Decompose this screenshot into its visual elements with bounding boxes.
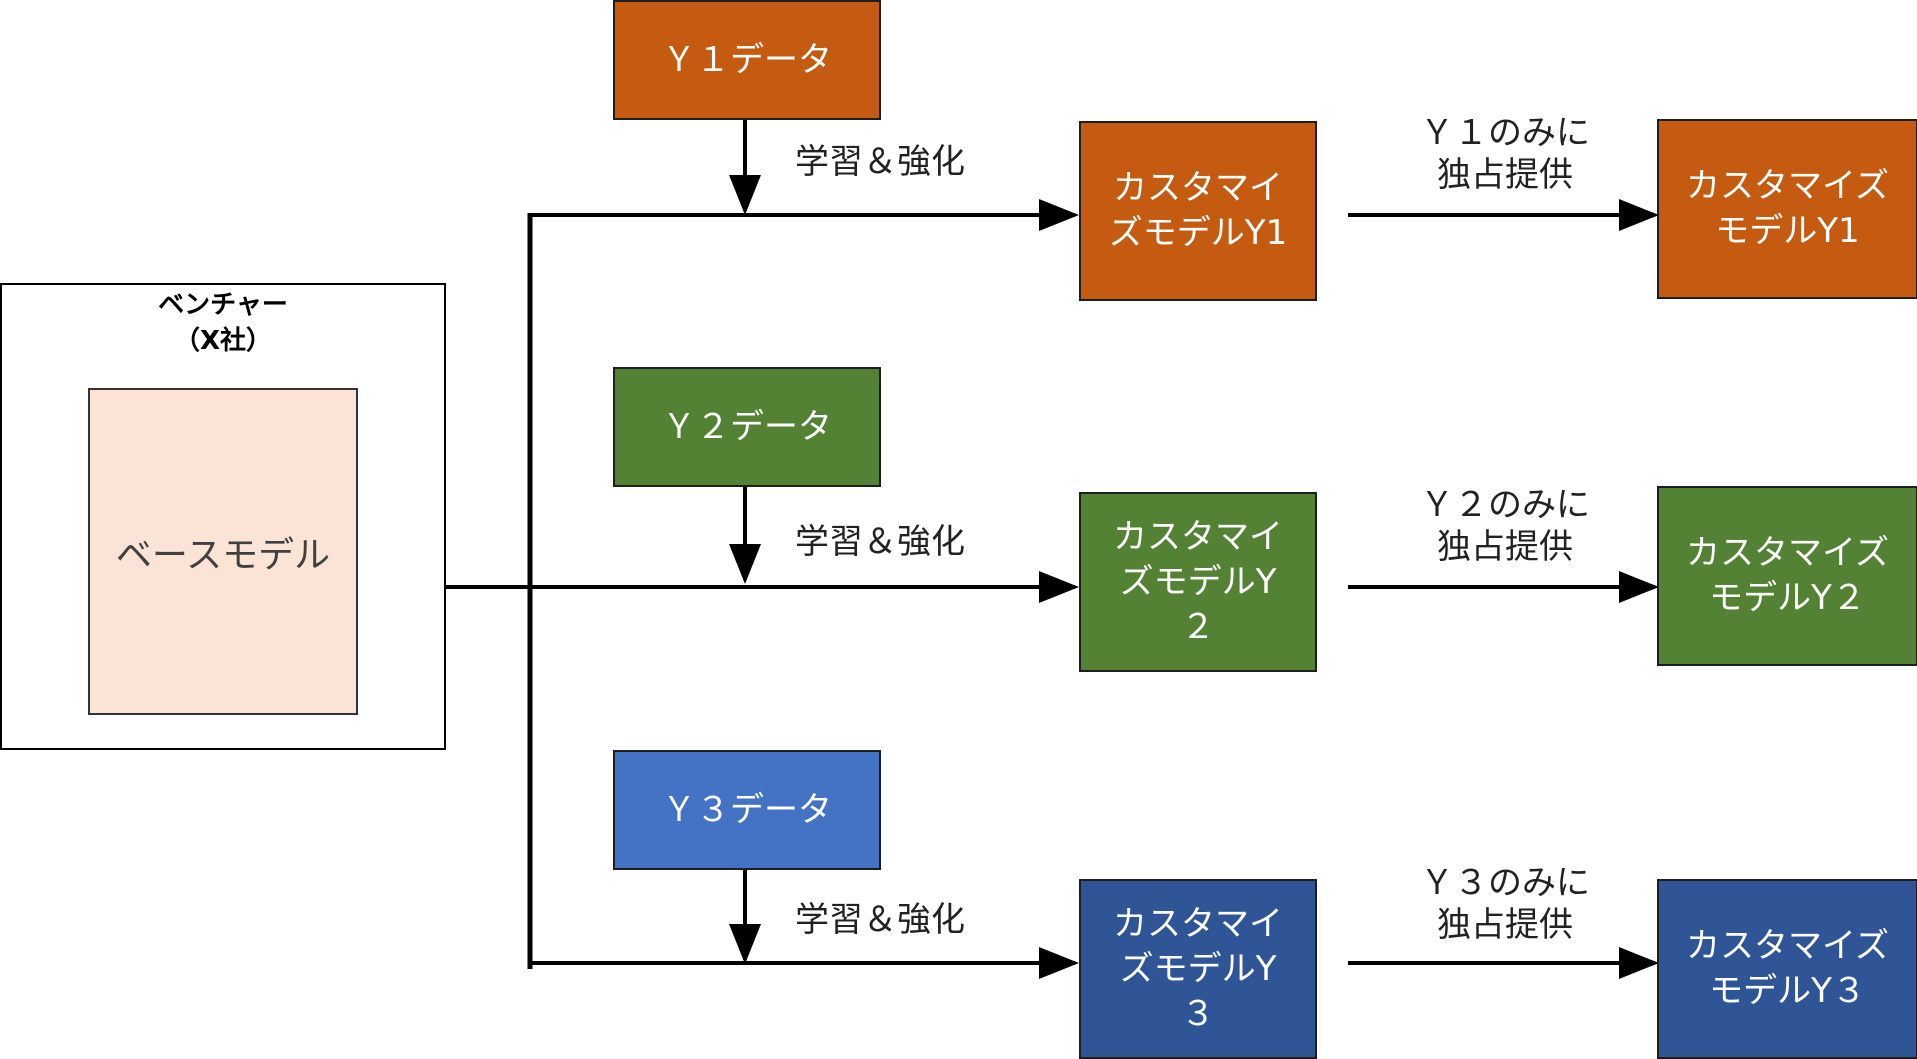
y2-learn-label: 学習＆強化 bbox=[795, 522, 965, 562]
y2-provide-label: Ｙ２のみに 独占提供 bbox=[1420, 485, 1590, 567]
y3-data-box: Ｙ３データ bbox=[613, 750, 881, 870]
y1-data-box: Ｙ１データ bbox=[613, 0, 881, 120]
y2-data-box: Ｙ２データ bbox=[613, 367, 881, 487]
y2-delivered-model-box: カスタマイズ モデルY２ bbox=[1657, 486, 1917, 666]
venture-company-title: ベンチャー （X社） bbox=[158, 290, 288, 356]
y1-custom-model-box: カスタマイ ズモデルY1 bbox=[1079, 121, 1317, 301]
y2-custom-model-box: カスタマイ ズモデルY ２ bbox=[1079, 492, 1317, 672]
y3-provide-label: Ｙ３のみに 独占提供 bbox=[1420, 863, 1590, 945]
y3-learn-label: 学習＆強化 bbox=[795, 900, 965, 940]
y1-learn-label: 学習＆強化 bbox=[795, 142, 965, 182]
y1-delivered-model-box: カスタマイズ モデルY1 bbox=[1657, 119, 1917, 299]
base-model-box: ベースモデル bbox=[88, 388, 358, 715]
y3-custom-model-box: カスタマイ ズモデルY ３ bbox=[1079, 879, 1317, 1059]
y3-delivered-model-box: カスタマイズ モデルY３ bbox=[1657, 879, 1917, 1059]
y1-provide-label: Ｙ１のみに 独占提供 bbox=[1420, 113, 1590, 195]
